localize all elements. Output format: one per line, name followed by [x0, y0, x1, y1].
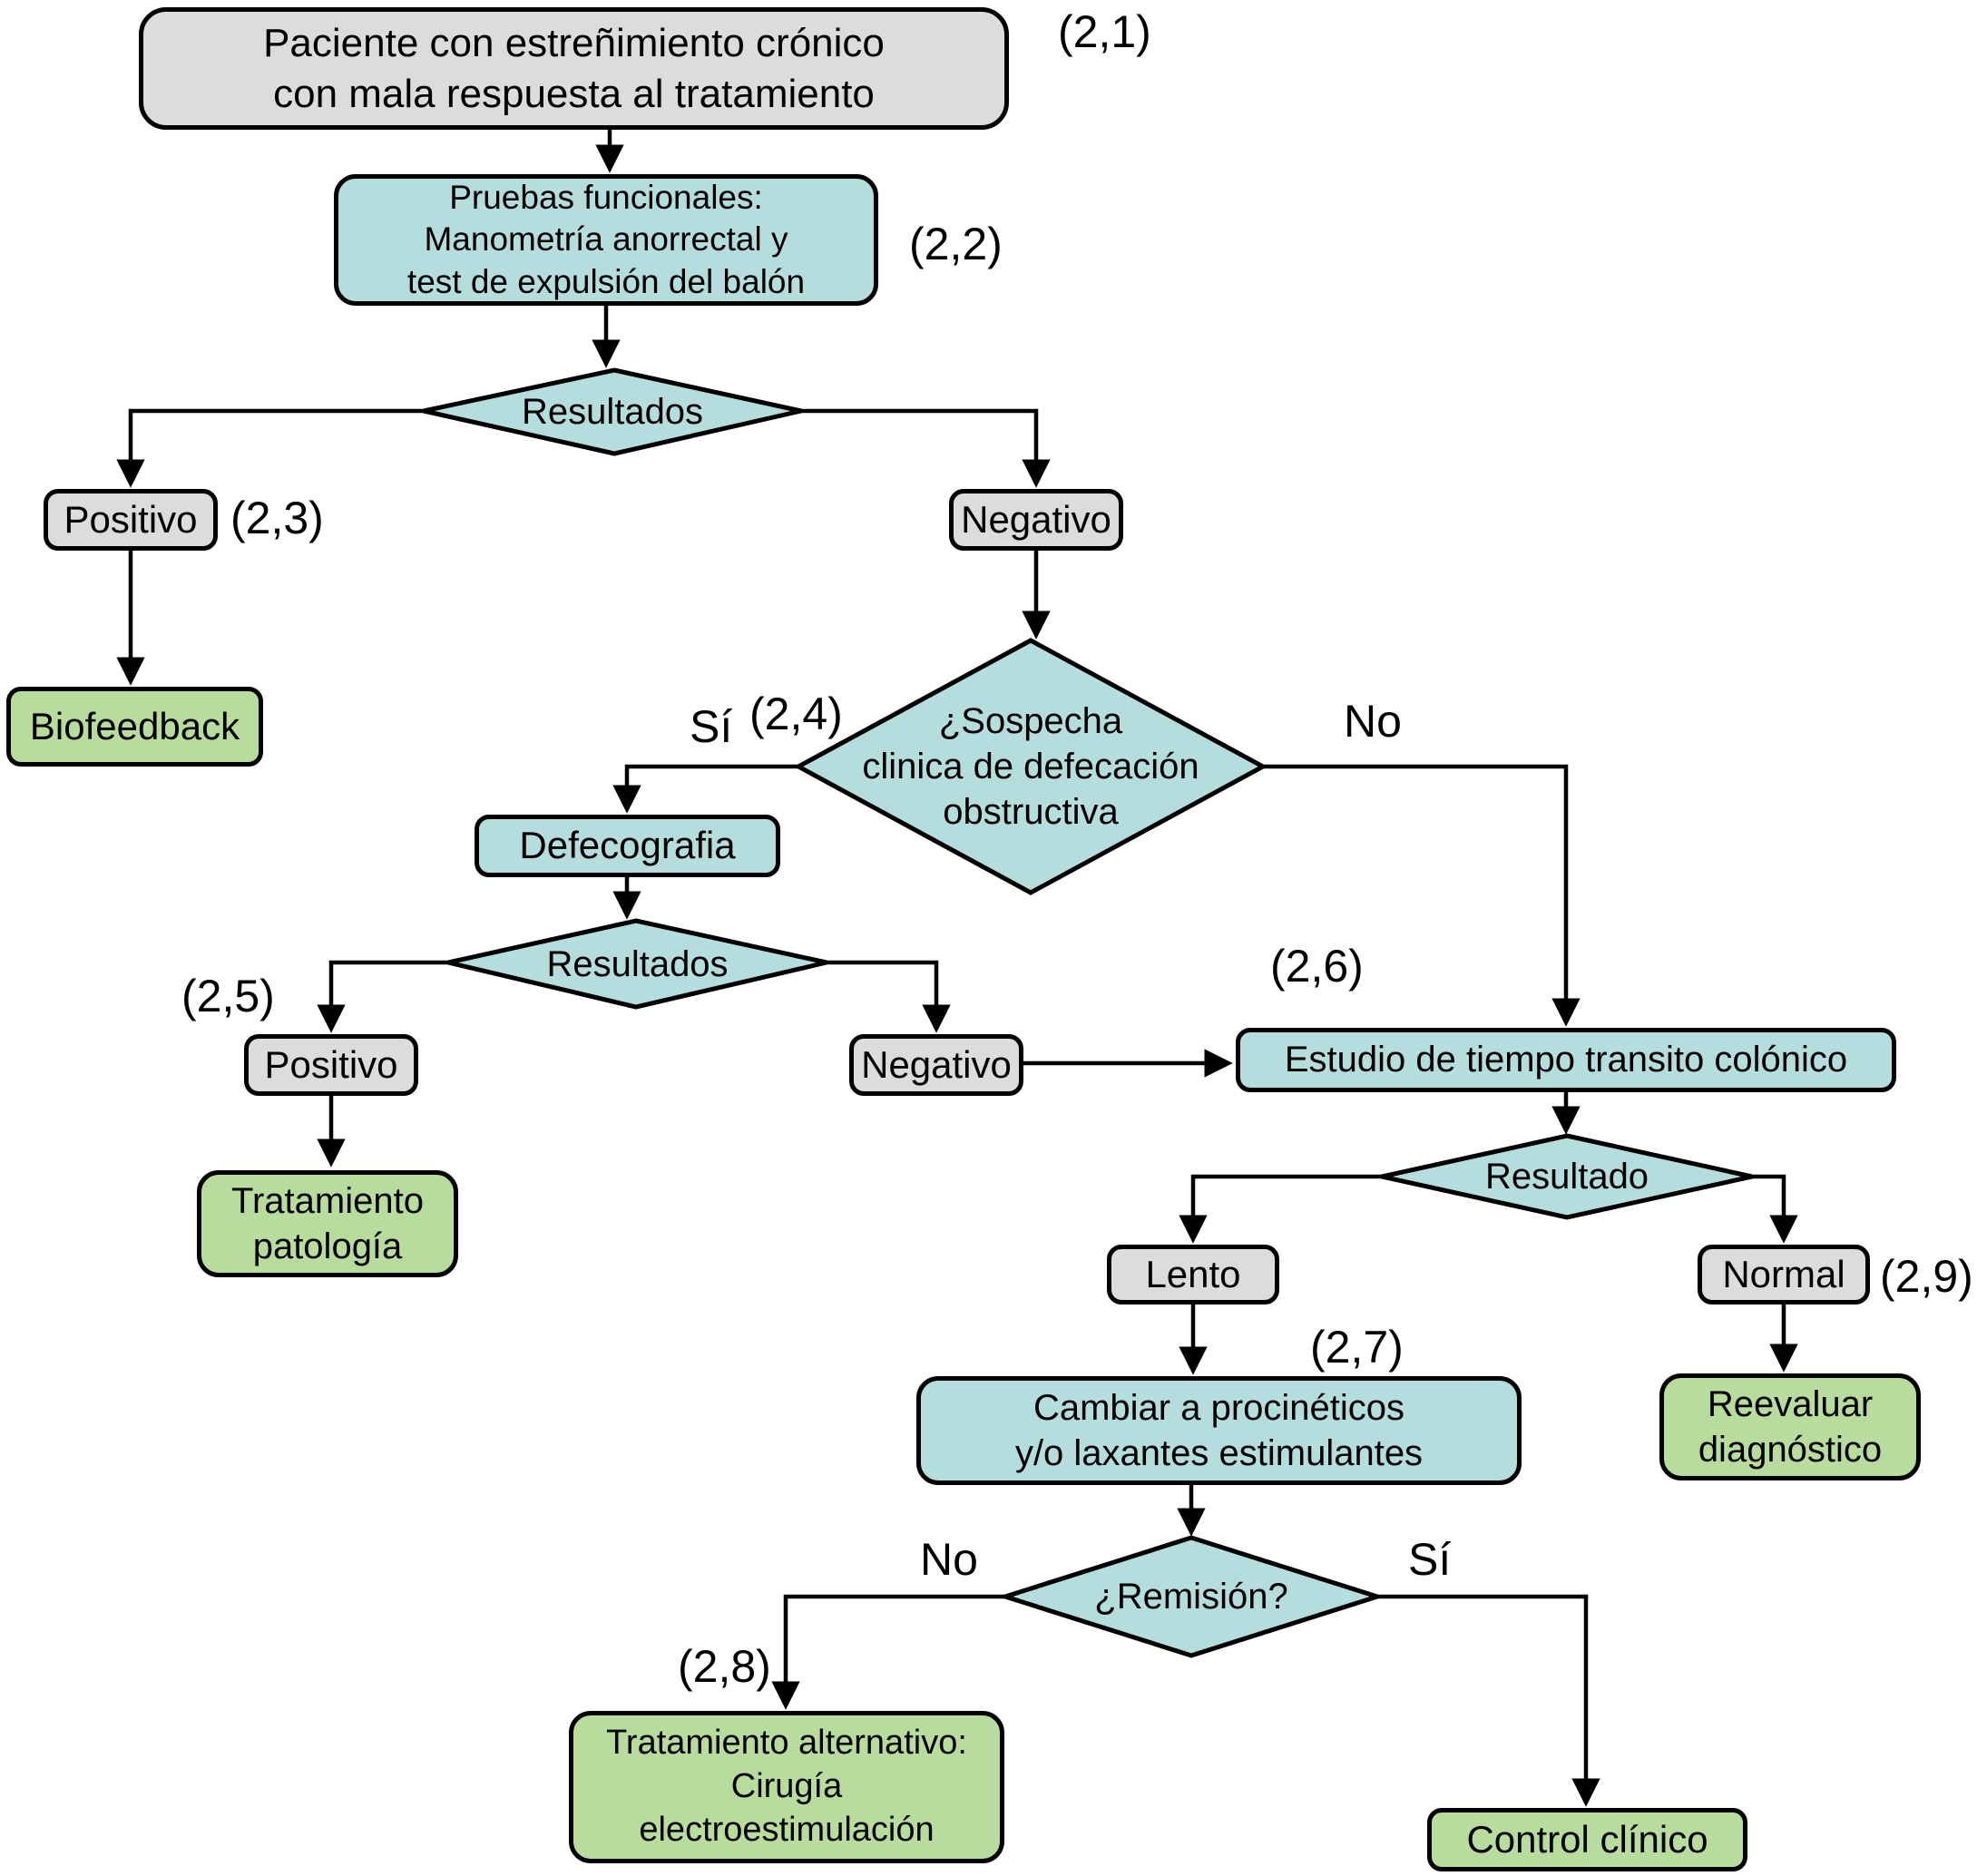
node-label-line: obstructiva — [943, 792, 1119, 832]
node-biofeedback: Biofeedback — [6, 687, 263, 767]
ref-label-2-7: (2,7) — [1310, 1322, 1404, 1373]
node-label-line: patología — [252, 1226, 403, 1266]
edge-label-no-sospecha: No — [1344, 696, 1402, 747]
node-positivo-2: Positivo — [244, 1034, 418, 1096]
node-normal: Normal — [1698, 1245, 1870, 1304]
ref-label-2-1: (2,1) — [1058, 6, 1151, 57]
node-label-line: Resultados — [546, 943, 729, 984]
node-label-line: test de expulsión del balón — [406, 262, 806, 300]
node-label-line: Control clínico — [1466, 1817, 1708, 1861]
edge-resultados1-negativo1 — [801, 408, 1051, 488]
decision-resultado3-label: Resultado — [1382, 1136, 1752, 1217]
ref-label-2-5: (2,5) — [181, 971, 275, 1021]
edge-remision-si-control — [1377, 1594, 1600, 1807]
node-label-line: Positivo — [264, 1042, 398, 1086]
node-label-line: Reevaluar — [1707, 1383, 1874, 1424]
node-defecografia: Defecografia — [475, 815, 780, 877]
ref-label-2-3: (2,3) — [230, 493, 324, 543]
node-pruebas-funcionales: Pruebas funcionales: Manometría anorrect… — [334, 174, 878, 306]
node-label-line: diagnóstico — [1698, 1430, 1883, 1470]
node-label-line: Lento — [1145, 1252, 1241, 1295]
node-control-clinico: Control clínico — [1427, 1808, 1747, 1871]
node-reevaluar-diagnostico: Reevaluar diagnóstico — [1659, 1373, 1921, 1480]
node-label-line: Defecografia — [519, 824, 736, 867]
node-label-line: Pruebas funcionales: — [449, 178, 763, 216]
node-label-line: Paciente con estreñimiento crónico — [263, 21, 885, 66]
edge-label-si-remision: Sí — [1408, 1534, 1452, 1585]
node-label-line: Tratamiento alternativo: — [606, 1724, 967, 1763]
edge-resultados1-positivo1 — [116, 408, 424, 488]
decision-resultados2-label: Resultados — [448, 921, 827, 1007]
node-label-line: y/o laxantes estimulantes — [1014, 1433, 1424, 1473]
node-label-line: Tratamiento — [231, 1180, 424, 1221]
node-tratamiento-alternativo: Tratamiento alternativo: Cirugía electro… — [569, 1711, 1004, 1863]
edge-resultado3-lento — [1179, 1174, 1382, 1244]
node-cambiar-procineticos: Cambiar a procinéticos y/o laxantes esti… — [916, 1376, 1522, 1485]
node-label-line: Positivo — [64, 497, 198, 541]
ref-label-2-8: (2,8) — [678, 1641, 771, 1692]
decision-remision-shape — [997, 1535, 1385, 1658]
decision-sospecha-label: ¿Sospecha clinica de defecación obstruct… — [798, 640, 1263, 893]
edge-label-si-sospecha: Sí — [690, 701, 733, 752]
edge-sospecha-si-defecografia — [612, 764, 798, 814]
node-estudio-transito: Estudio de tiempo transito colónico — [1236, 1028, 1896, 1092]
node-tratamiento-patologia: Tratamiento patología — [197, 1170, 458, 1277]
decision-sospecha-shape — [793, 638, 1268, 895]
node-negativo-1: Negativo — [949, 489, 1123, 551]
node-negativo-2: Negativo — [849, 1034, 1023, 1096]
node-label-line: Negativo — [961, 497, 1111, 541]
node-label-line: Manometría anorrectal y — [424, 220, 788, 259]
ref-label-2-2: (2,2) — [909, 219, 1003, 269]
node-label-line: Cirugía — [730, 1767, 843, 1806]
node-label-line: ¿Remisión? — [1094, 1577, 1288, 1617]
node-label-line: electroestimulación — [639, 1810, 935, 1849]
node-label-line: Biofeedback — [29, 704, 240, 747]
ref-label-2-6: (2,6) — [1270, 941, 1364, 992]
edge-resultado3-normal — [1752, 1174, 1798, 1244]
ref-label-2-4: (2,4) — [749, 689, 843, 739]
node-label-line: Resultado — [1484, 1157, 1649, 1197]
decision-resultados2-shape — [447, 918, 827, 1010]
edge-sospecha-no-estudio — [1263, 764, 1581, 1027]
decision-resultados1-shape — [423, 367, 802, 456]
node-label-line: Cambiar a procinéticos — [1033, 1387, 1405, 1428]
node-label-line: Estudio de tiempo transito colónico — [1284, 1040, 1848, 1080]
node-start: Paciente con estreñimiento crónico con m… — [139, 7, 1009, 130]
edge-remision-no-alternativo — [771, 1594, 1005, 1710]
edge-label-no-remision: No — [920, 1534, 978, 1585]
node-label-line: Resultados — [521, 392, 704, 432]
decision-resultados1-label: Resultados — [424, 370, 801, 454]
node-label-line: Normal — [1722, 1252, 1845, 1295]
decision-remision-label: ¿Remisión? — [1005, 1538, 1377, 1656]
node-label-line: ¿Sospecha — [938, 701, 1123, 741]
edge-resultados2-negativo2 — [827, 960, 951, 1033]
node-label-line: clinica de defecación — [862, 747, 1199, 787]
node-label-line: Negativo — [861, 1042, 1012, 1086]
node-positivo-1: Positivo — [44, 489, 218, 551]
edge-resultados2-positivo2 — [317, 960, 448, 1033]
node-label-line: con mala respuesta al tratamiento — [273, 71, 875, 116]
decision-resultado3-shape — [1381, 1133, 1753, 1220]
node-lento: Lento — [1107, 1245, 1279, 1304]
ref-label-2-9: (2,9) — [1880, 1251, 1973, 1302]
